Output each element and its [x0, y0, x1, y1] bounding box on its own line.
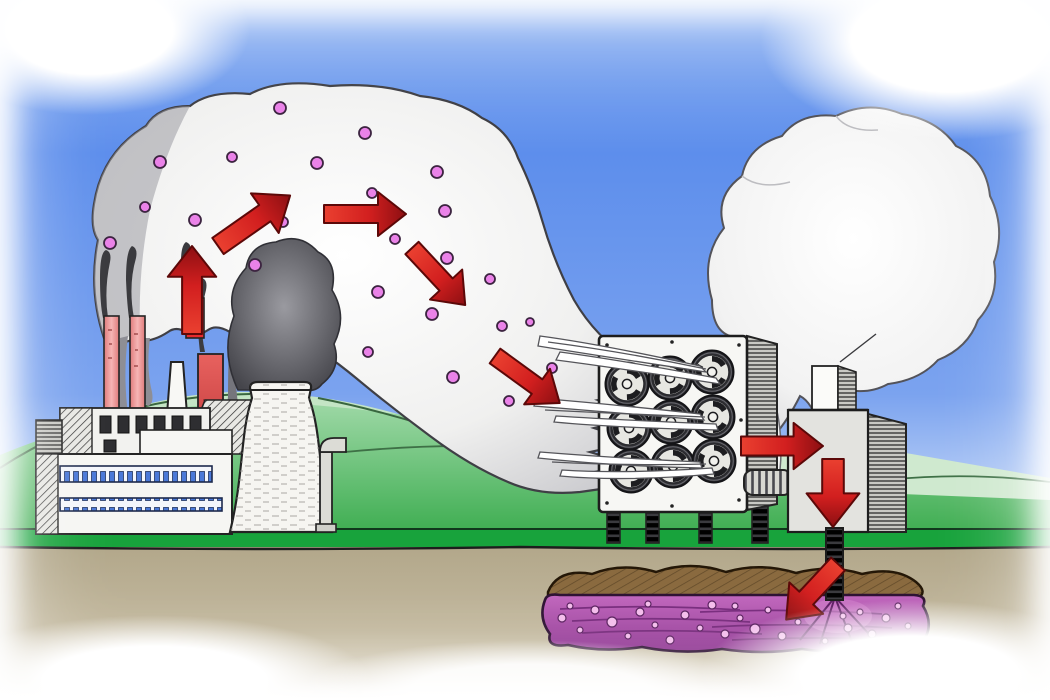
power-plant — [35, 297, 347, 535]
co2-particle — [362, 346, 374, 358]
stored-co2-bubble — [644, 600, 652, 608]
storage-reservoir — [541, 564, 931, 654]
co2-particle — [188, 213, 202, 227]
stored-co2-bubble — [843, 623, 853, 633]
plant-pipe-flange — [315, 523, 337, 533]
flow-arrow-down-into-ground — [805, 458, 861, 528]
stored-co2-bubble — [881, 613, 891, 623]
co2-particle — [139, 201, 151, 213]
co2-particle — [248, 258, 262, 272]
stored-co2-bubble — [566, 602, 574, 610]
co2-particle — [503, 395, 515, 407]
co2-particle — [525, 317, 535, 327]
co2-particle — [371, 285, 385, 299]
grass-band — [0, 529, 1050, 547]
co2-particle — [153, 155, 167, 169]
flow-arrow-right-across-plume — [323, 191, 407, 237]
stored-co2-bubble — [777, 631, 787, 641]
wisp-stack-1 — [100, 250, 111, 318]
co2-particle — [430, 165, 444, 179]
long-building-end — [35, 453, 59, 535]
dac-leg — [698, 509, 713, 544]
flow-arrow-up-right — [211, 192, 292, 256]
upper-building-hatched-end — [59, 407, 93, 455]
stored-co2-bubble — [821, 637, 829, 645]
flow-arrow-up-from-stacks — [166, 245, 218, 335]
station-chimney-side — [837, 364, 857, 413]
co2-particle — [446, 370, 460, 384]
stored-co2-bubble — [856, 608, 864, 616]
stored-co2-bubble — [867, 629, 877, 639]
station-chimney — [811, 365, 839, 413]
co2-particle — [310, 156, 324, 170]
stored-co2-bubble — [731, 602, 739, 610]
dac-leg — [751, 505, 769, 544]
stored-co2-bubble — [665, 635, 675, 645]
dac-leg — [606, 509, 621, 544]
mid-building-block — [139, 429, 233, 457]
stored-co2-bubble — [624, 632, 632, 640]
co2-particle — [496, 320, 508, 332]
side-annex — [35, 419, 63, 455]
plume-left-shading — [92, 106, 190, 340]
dac-duct-pipe — [743, 469, 793, 496]
stored-co2-bubble — [736, 614, 744, 622]
stored-co2-bubble — [764, 606, 772, 614]
co2-particle — [358, 126, 372, 140]
flow-arrows — [166, 191, 861, 621]
stored-co2-bubble — [651, 621, 659, 629]
stored-co2-bubble — [720, 629, 730, 639]
stored-co2-bubble — [904, 622, 912, 630]
plant-pipe — [319, 451, 333, 533]
stored-co2-bubble — [894, 602, 902, 610]
co2-particle — [440, 251, 454, 265]
co2-particle — [484, 273, 496, 285]
co2-particle — [366, 187, 378, 199]
stored-co2-bubble — [606, 616, 618, 628]
plant-pipe-elbow — [319, 437, 347, 453]
co2-particle — [389, 233, 401, 245]
stored-co2-bubble — [886, 637, 894, 645]
co2-particle — [103, 236, 117, 250]
stored-co2-bubble — [635, 607, 645, 617]
co2-particle — [438, 204, 452, 218]
co2-particle — [425, 307, 439, 321]
cooling-tower-texture — [230, 382, 332, 532]
window-strip-1 — [59, 465, 213, 483]
ground-line — [0, 545, 1050, 551]
stored-co2-bubble — [696, 624, 704, 632]
stored-co2-bubble — [707, 600, 717, 610]
flow-arrow-down-right-1 — [404, 240, 467, 307]
fan — [691, 438, 737, 484]
dac-leg — [645, 509, 660, 544]
upper-building-windows — [99, 415, 202, 453]
cooling-tower-smoke — [227, 237, 342, 392]
stored-co2-bubble — [576, 626, 584, 634]
flow-arrow-into-injection — [740, 421, 824, 471]
station-side-wall — [867, 412, 907, 533]
stack-smoke-wisps — [100, 237, 342, 392]
stored-co2-bubble — [839, 612, 847, 620]
co2-particle — [273, 101, 287, 115]
flow-arrow-down-right-to-fans — [488, 347, 561, 406]
stored-co2-bubble — [680, 610, 690, 620]
stored-co2-bubble — [557, 613, 567, 623]
wisp-stack-2 — [126, 246, 137, 318]
air-intake-streaks — [533, 335, 722, 480]
stored-co2-bubble — [749, 623, 761, 635]
co2-particle — [226, 151, 238, 163]
direct-air-capture-unit — [533, 334, 793, 544]
stored-co2-bubble — [794, 618, 802, 626]
antenna-line — [839, 333, 877, 363]
window-strip-2 — [59, 497, 223, 512]
fan — [689, 349, 735, 395]
stored-co2-bubble — [590, 605, 600, 615]
